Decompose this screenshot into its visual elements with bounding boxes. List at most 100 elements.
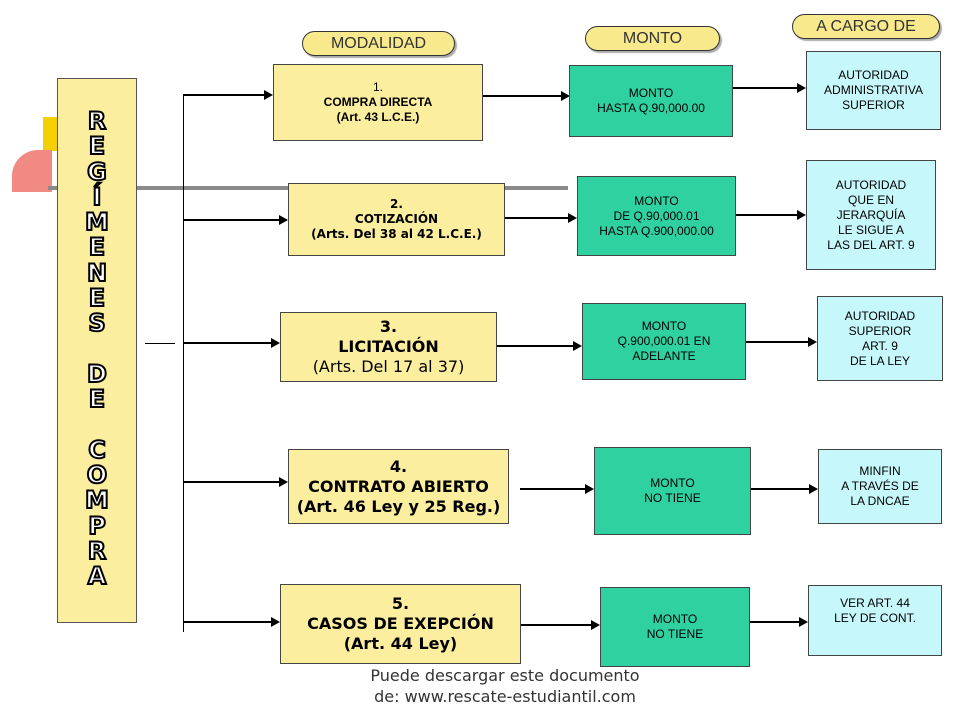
cargo-line: AUTORIDAD xyxy=(835,177,907,192)
title-letter: E xyxy=(88,385,106,414)
cargo-box-2: AUTORIDAD QUE EN JERARQUÍA LE SIGUE A LA… xyxy=(806,160,936,270)
monto-label: MONTO xyxy=(634,193,679,208)
monto-box-5: MONTO NO TIENE xyxy=(600,587,750,667)
monto-label: MONTO xyxy=(628,86,674,100)
title-letter: R xyxy=(87,107,107,135)
arrow-to-cargo-1 xyxy=(733,83,806,93)
decorative-red-shape xyxy=(12,150,52,192)
cargo-line: LE SIGUE A xyxy=(837,222,905,237)
modalidad-box-1: 1. COMPRA DIRECTA (Art. 43 L.C.E.) xyxy=(273,64,483,141)
arrow-to-modalidad-2 xyxy=(183,215,288,225)
modalidad-box-2: 2. COTIZACIÓN (Arts. Del 38 al 42 L.C.E.… xyxy=(288,183,505,256)
modalidad-number: 1. xyxy=(372,80,383,94)
title-letter: E xyxy=(88,132,106,161)
cargo-line: ADMINISTRATIVA xyxy=(824,83,923,97)
cargo-line: JERARQUÍA xyxy=(836,207,906,222)
cargo-line: AUTORIDAD xyxy=(844,308,916,323)
modalidad-name: COMPRA DIRECTA xyxy=(323,95,433,109)
header-modalidad: MODALIDAD xyxy=(302,31,455,56)
arrow-to-cargo-4 xyxy=(751,484,818,494)
title-letter: D xyxy=(86,359,108,388)
cargo-line: MINFIN xyxy=(859,464,901,478)
arrow-to-monto-5 xyxy=(521,620,600,630)
arrow-to-monto-4 xyxy=(520,484,594,494)
modalidad-box-5: 5. CASOS DE EXEPCIÓN (Art. 44 Ley) xyxy=(280,584,521,664)
arrow-to-modalidad-1 xyxy=(183,90,273,100)
modalidad-name: LICITACIÓN xyxy=(338,337,439,356)
monto-range: NO TIENE xyxy=(644,491,701,505)
footer-line: Puede descargar este documento xyxy=(370,666,640,685)
cargo-line: AUTORIDAD xyxy=(838,68,909,82)
monto-range: NO TIENE xyxy=(646,627,704,641)
monto-box-4: MONTO NO TIENE xyxy=(594,447,751,535)
cargo-line: DE LA LEY xyxy=(849,353,911,368)
connector-line xyxy=(145,343,175,344)
title-letter: E xyxy=(88,233,106,262)
modalidad-name: CONTRATO ABIERTO xyxy=(308,476,489,496)
title-letter: G xyxy=(86,157,108,186)
title-letter-gap xyxy=(58,413,136,438)
vertical-title-letters: R E G Í M E N E S D E C O M P R A xyxy=(58,79,136,652)
modalidad-number: 2. xyxy=(390,197,403,211)
modalidad-number: 5. xyxy=(391,594,410,613)
modalidad-article: (Art. 44 Ley) xyxy=(343,634,458,653)
arrow-to-monto-2 xyxy=(505,213,577,223)
modalidad-box-3: 3. LICITACIÓN (Arts. Del 17 al 37) xyxy=(280,312,497,382)
cargo-line: SUPERIOR xyxy=(842,98,905,112)
cargo-line: ART. 9 xyxy=(862,338,898,353)
title-letter: A xyxy=(87,562,108,591)
monto-range: Q.900,000.01 EN xyxy=(617,334,711,348)
title-letter: S xyxy=(87,309,106,338)
modalidad-name: CASOS DE EXEPCIÓN xyxy=(307,614,494,633)
cargo-box-1: AUTORIDAD ADMINISTRATIVA SUPERIOR xyxy=(806,51,941,130)
cargo-line: LA DNCAE xyxy=(850,494,910,508)
monto-box-3: MONTO Q.900,000.01 EN ADELANTE xyxy=(582,303,746,380)
modalidad-article: (Arts. Del 17 al 37) xyxy=(312,357,465,376)
monto-label: MONTO xyxy=(650,476,695,490)
cargo-line: LEY DE CONT. xyxy=(834,611,916,625)
title-letter-gap xyxy=(58,337,136,362)
monto-range: HASTA Q.90,000.00 xyxy=(597,101,705,115)
monto-box-1: MONTO HASTA Q.90,000.00 xyxy=(569,65,733,137)
arrow-to-modalidad-5 xyxy=(183,617,280,627)
monto-range: DE Q.90,000.01 xyxy=(613,208,700,223)
monto-range: HASTA Q.900,000.00 xyxy=(599,223,714,238)
header-monto: MONTO xyxy=(585,26,720,51)
title-letter: O xyxy=(86,461,108,490)
monto-box-2: MONTO DE Q.90,000.01 HASTA Q.900,000.00 xyxy=(577,176,736,256)
title-letter: P xyxy=(87,511,107,540)
title-letter: E xyxy=(88,284,106,313)
title-letter: C xyxy=(87,435,107,464)
monto-range: ADELANTE xyxy=(632,349,696,363)
arrow-to-modalidad-4 xyxy=(183,477,288,487)
header-a-cargo-de: A CARGO DE xyxy=(792,14,940,39)
cargo-line: VER ART. 44 xyxy=(840,596,910,610)
modalidad-article: (Art. 43 L.C.E.) xyxy=(336,110,420,124)
modalidad-name: COTIZACIÓN xyxy=(354,212,439,226)
arrow-to-cargo-2 xyxy=(736,210,806,220)
modalidad-number: 4. xyxy=(389,456,408,476)
footer-note: Puede descargar este documento de: www.r… xyxy=(330,665,680,707)
cargo-line: A TRAVÉS DE xyxy=(841,479,919,493)
arrow-to-monto-3 xyxy=(497,341,582,351)
modalidad-article: (Arts. Del 38 al 42 L.C.E.) xyxy=(311,227,482,241)
cargo-line: QUE EN xyxy=(847,192,894,207)
title-letter: M xyxy=(84,208,110,237)
title-letter: N xyxy=(86,258,108,287)
cargo-box-4: MINFIN A TRAVÉS DE LA DNCAE xyxy=(818,449,942,524)
arrow-to-cargo-5 xyxy=(750,617,808,627)
cargo-box-3: AUTORIDAD SUPERIOR ART. 9 DE LA LEY xyxy=(817,296,943,381)
arrow-to-monto-1 xyxy=(483,91,570,101)
vertical-title-box: R E G Í M E N E S D E C O M P R A xyxy=(57,78,137,623)
footer-link-text: de: www.rescate-estudiantil.com xyxy=(374,687,636,706)
arrow-to-modalidad-3 xyxy=(183,338,280,348)
modalidad-box-4: 4. CONTRATO ABIERTO (Art. 46 Ley y 25 Re… xyxy=(288,449,509,524)
title-letter: Í xyxy=(92,182,103,211)
cargo-line: SUPERIOR xyxy=(848,323,912,338)
monto-label: MONTO xyxy=(652,612,698,626)
arrow-to-cargo-3 xyxy=(746,337,817,347)
cargo-box-5: VER ART. 44 LEY DE CONT. xyxy=(808,585,942,656)
modalidad-article: (Art. 46 Ley y 25 Reg.) xyxy=(296,496,501,516)
cargo-line: LAS DEL ART. 9 xyxy=(827,237,915,252)
title-letter: M xyxy=(84,486,110,515)
